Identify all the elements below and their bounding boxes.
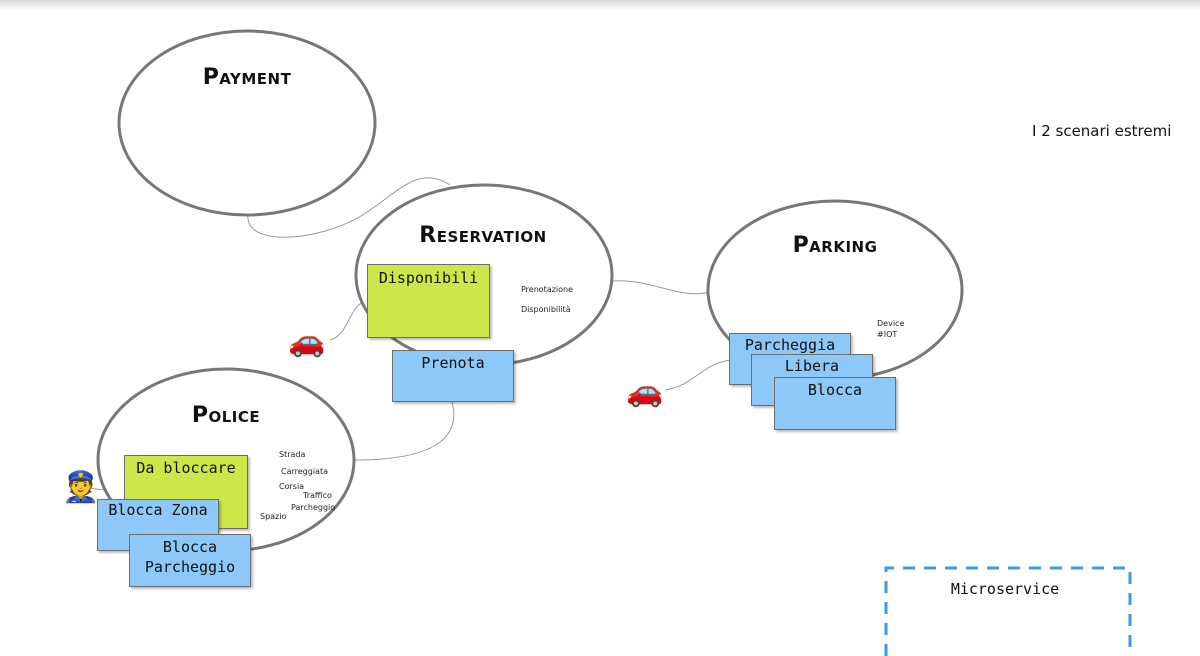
sticky-blocca-parcheggio[interactable]: Blocca Parcheggio <box>129 534 251 587</box>
label-iot: #IOT <box>877 330 898 339</box>
car-icon-reservation: 🚗 <box>288 324 326 359</box>
label-disponibilita: Disponibilità <box>521 305 571 314</box>
sticky-disponibili[interactable]: Disponibili <box>367 264 490 338</box>
label-strada: Strada <box>279 450 306 459</box>
scenario-note: I 2 scenari estremi <box>1032 122 1172 140</box>
label-carreggiata: Carreggiata <box>281 467 328 476</box>
label-prenotazione: Prenotazione <box>521 285 574 294</box>
connector-car-parking <box>664 359 731 391</box>
label-corsia: Corsia <box>279 482 305 491</box>
reservation-title: Reservation <box>419 223 546 248</box>
top-shadow-bar <box>0 0 1200 10</box>
police-officer-icon: 👮 <box>62 470 100 505</box>
microservice-legend-label: Microservice <box>950 580 1060 598</box>
connector-prenota-police <box>354 401 455 461</box>
payment-context[interactable] <box>117 29 377 217</box>
label-device: Device <box>877 319 905 328</box>
connector-payment-reservation <box>247 177 451 238</box>
connector-reservation-parking <box>611 280 711 295</box>
connector-car-reservation <box>329 301 369 341</box>
parking-title: Parking <box>793 233 878 258</box>
sticky-prenota[interactable]: Prenota <box>392 350 514 402</box>
payment-title: Payment <box>203 65 292 90</box>
microservice-legend-box <box>884 566 1132 656</box>
car-icon-parking: 🚗 <box>626 374 664 409</box>
label-spazio: Spazio <box>260 512 287 521</box>
police-title: Police <box>192 403 260 428</box>
label-parcheggio: Parcheggio <box>291 503 336 512</box>
label-traffico: Traffico <box>303 491 332 500</box>
sticky-blocca[interactable]: Blocca <box>774 377 896 430</box>
